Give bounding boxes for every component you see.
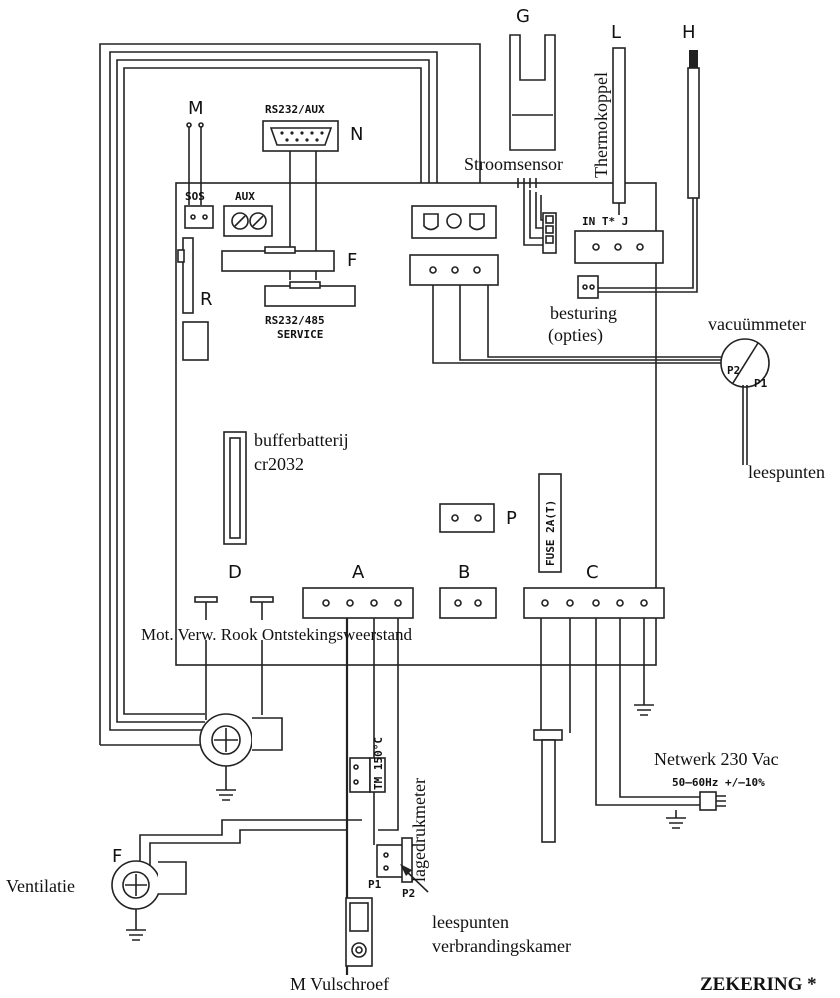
small-box-left: [182, 321, 209, 361]
label-p1: P1: [368, 878, 382, 891]
control-connector: [577, 275, 599, 299]
label-gauge-p1: P1: [754, 377, 768, 390]
label-freq: 50–60Hz +/–10%: [672, 776, 765, 789]
label-lagedrukmeter: lagedrukmeter: [409, 778, 429, 882]
auger-motor: [345, 897, 373, 967]
f-connector: [221, 250, 335, 272]
low-pressure-switch: [376, 837, 413, 883]
label-b: B: [458, 562, 470, 583]
current-sensor-clamp: [509, 34, 556, 151]
fan-motor-wires: [205, 640, 263, 720]
label-leespunten-right: leespunten: [748, 462, 825, 482]
label-thermokoppel: Thermokoppel: [591, 72, 611, 178]
thermocouple-probe: [612, 47, 626, 215]
label-rs232-aux: RS232/AUX: [265, 103, 325, 116]
control-board: [175, 182, 657, 666]
label-m: M: [188, 98, 204, 119]
c-connector: [523, 587, 665, 619]
label-service: SERVICE: [277, 328, 323, 341]
label-a: A: [352, 562, 365, 583]
ventilation-fan: [111, 819, 362, 941]
label-rs232-485: RS232/485: [265, 314, 325, 327]
label-d: D: [228, 562, 242, 583]
label-h: H: [682, 22, 696, 43]
vacuum-gauge: [720, 338, 770, 465]
label-bufferbatterij: bufferbatterij: [254, 430, 349, 450]
label-sos: SOS: [185, 190, 205, 203]
label-fuse: FUSE 2A(T): [544, 500, 557, 566]
label-zekering: ZEKERING *: [700, 974, 817, 995]
label-vacuummeter: vacuümmeter: [708, 314, 806, 334]
thermocouple-connector: [574, 230, 664, 264]
a-connector: [302, 587, 414, 619]
buffer-battery: [223, 431, 247, 545]
probe-h: [598, 50, 700, 293]
label-vulschroef: M Vulschroef: [290, 974, 389, 994]
rpm-connector: [411, 205, 497, 239]
rs485-connector: [264, 285, 356, 307]
r-connector: [182, 237, 194, 314]
flue-fan: [199, 713, 283, 801]
label-stroomsensor: Stroomsensor: [464, 154, 563, 174]
label-cr2032: cr2032: [254, 454, 304, 474]
sos-connector: [184, 205, 214, 229]
label-r: R: [200, 289, 213, 310]
label-p2: P2: [402, 887, 415, 900]
sos-wires: [186, 122, 204, 205]
c-probe: [533, 729, 563, 843]
label-netwerk: Netwerk 230 Vac: [654, 749, 779, 769]
rpm-output-connector: [409, 254, 725, 364]
label-g: G: [516, 6, 530, 27]
p-connector: [439, 503, 495, 533]
current-sensor-connector: [523, 188, 557, 254]
label-ventilatie: Ventilatie: [6, 876, 75, 896]
label-verbrandingskamer: verbrandingskamer: [432, 936, 571, 956]
c-wires: [540, 618, 700, 806]
d-pins: [194, 596, 274, 620]
label-bottom-row: Mot. Verw. Rook Ontstekingsweerstand: [141, 625, 413, 644]
label-leespunten-bottom: leespunten: [432, 912, 509, 932]
label-besturing: besturing: [550, 303, 617, 323]
label-f-bottom: F: [112, 846, 122, 867]
label-gauge-p2: P2: [727, 364, 740, 377]
aux-connector: [223, 205, 273, 237]
label-tm: TM 150°C: [372, 737, 385, 790]
tm-thermostat: [349, 757, 386, 793]
label-in-tj: IN T* J: [582, 215, 628, 228]
label-l: L: [611, 22, 621, 43]
label-aux: AUX: [235, 190, 255, 203]
fuse: [538, 473, 562, 573]
label-n: N: [350, 124, 363, 145]
db9-port: [262, 120, 339, 280]
fan-cable-loop: [99, 43, 481, 746]
b-connector: [439, 587, 497, 619]
label-c: C: [586, 562, 599, 583]
mains-plug: [666, 791, 726, 829]
label-f-top: F: [347, 250, 357, 271]
current-sensor-wires: [517, 178, 537, 188]
label-opties: (opties): [548, 325, 603, 346]
label-p: P: [506, 508, 517, 529]
